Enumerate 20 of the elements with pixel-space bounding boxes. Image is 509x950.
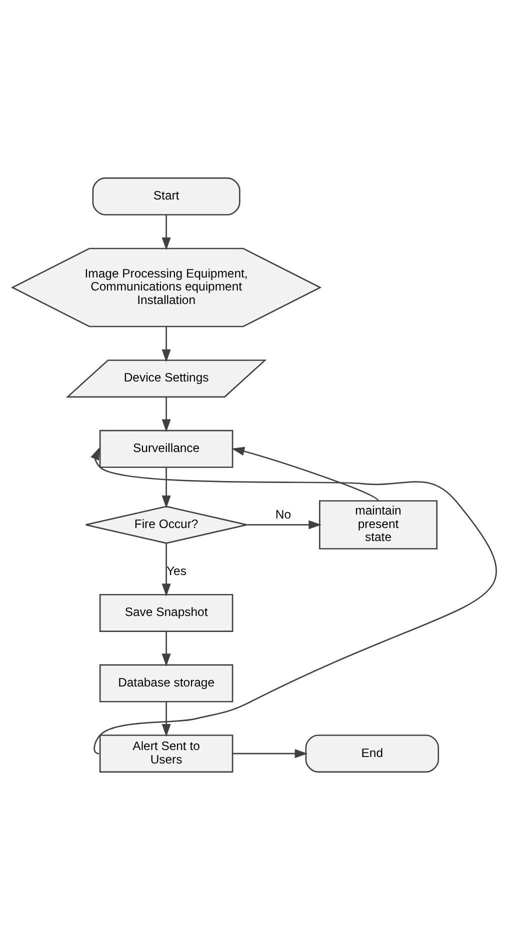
- arrow: [232, 446, 379, 502]
- node-box: Surveillance: [99, 430, 234, 468]
- node-box: End: [305, 734, 440, 773]
- node-box: Save Snapshot: [99, 594, 234, 632]
- node-box: Database storage: [99, 664, 234, 702]
- arrow: [162, 702, 171, 737]
- edge-label: Yes: [166, 564, 186, 578]
- node-box: Alert Sent to Users: [99, 734, 234, 773]
- node-box: Start: [92, 177, 240, 216]
- arrow: [247, 520, 322, 530]
- arrow: [162, 215, 171, 250]
- node-diamond: Fire Occur?: [85, 506, 248, 544]
- edge-label: No: [275, 507, 292, 522]
- arrow: [232, 749, 308, 758]
- arrow: [162, 543, 171, 597]
- node-box: maintain present state: [319, 500, 438, 550]
- arrow: [162, 326, 171, 362]
- arrow: [162, 467, 171, 508]
- arrow: [162, 632, 171, 666]
- arrow: [162, 397, 171, 432]
